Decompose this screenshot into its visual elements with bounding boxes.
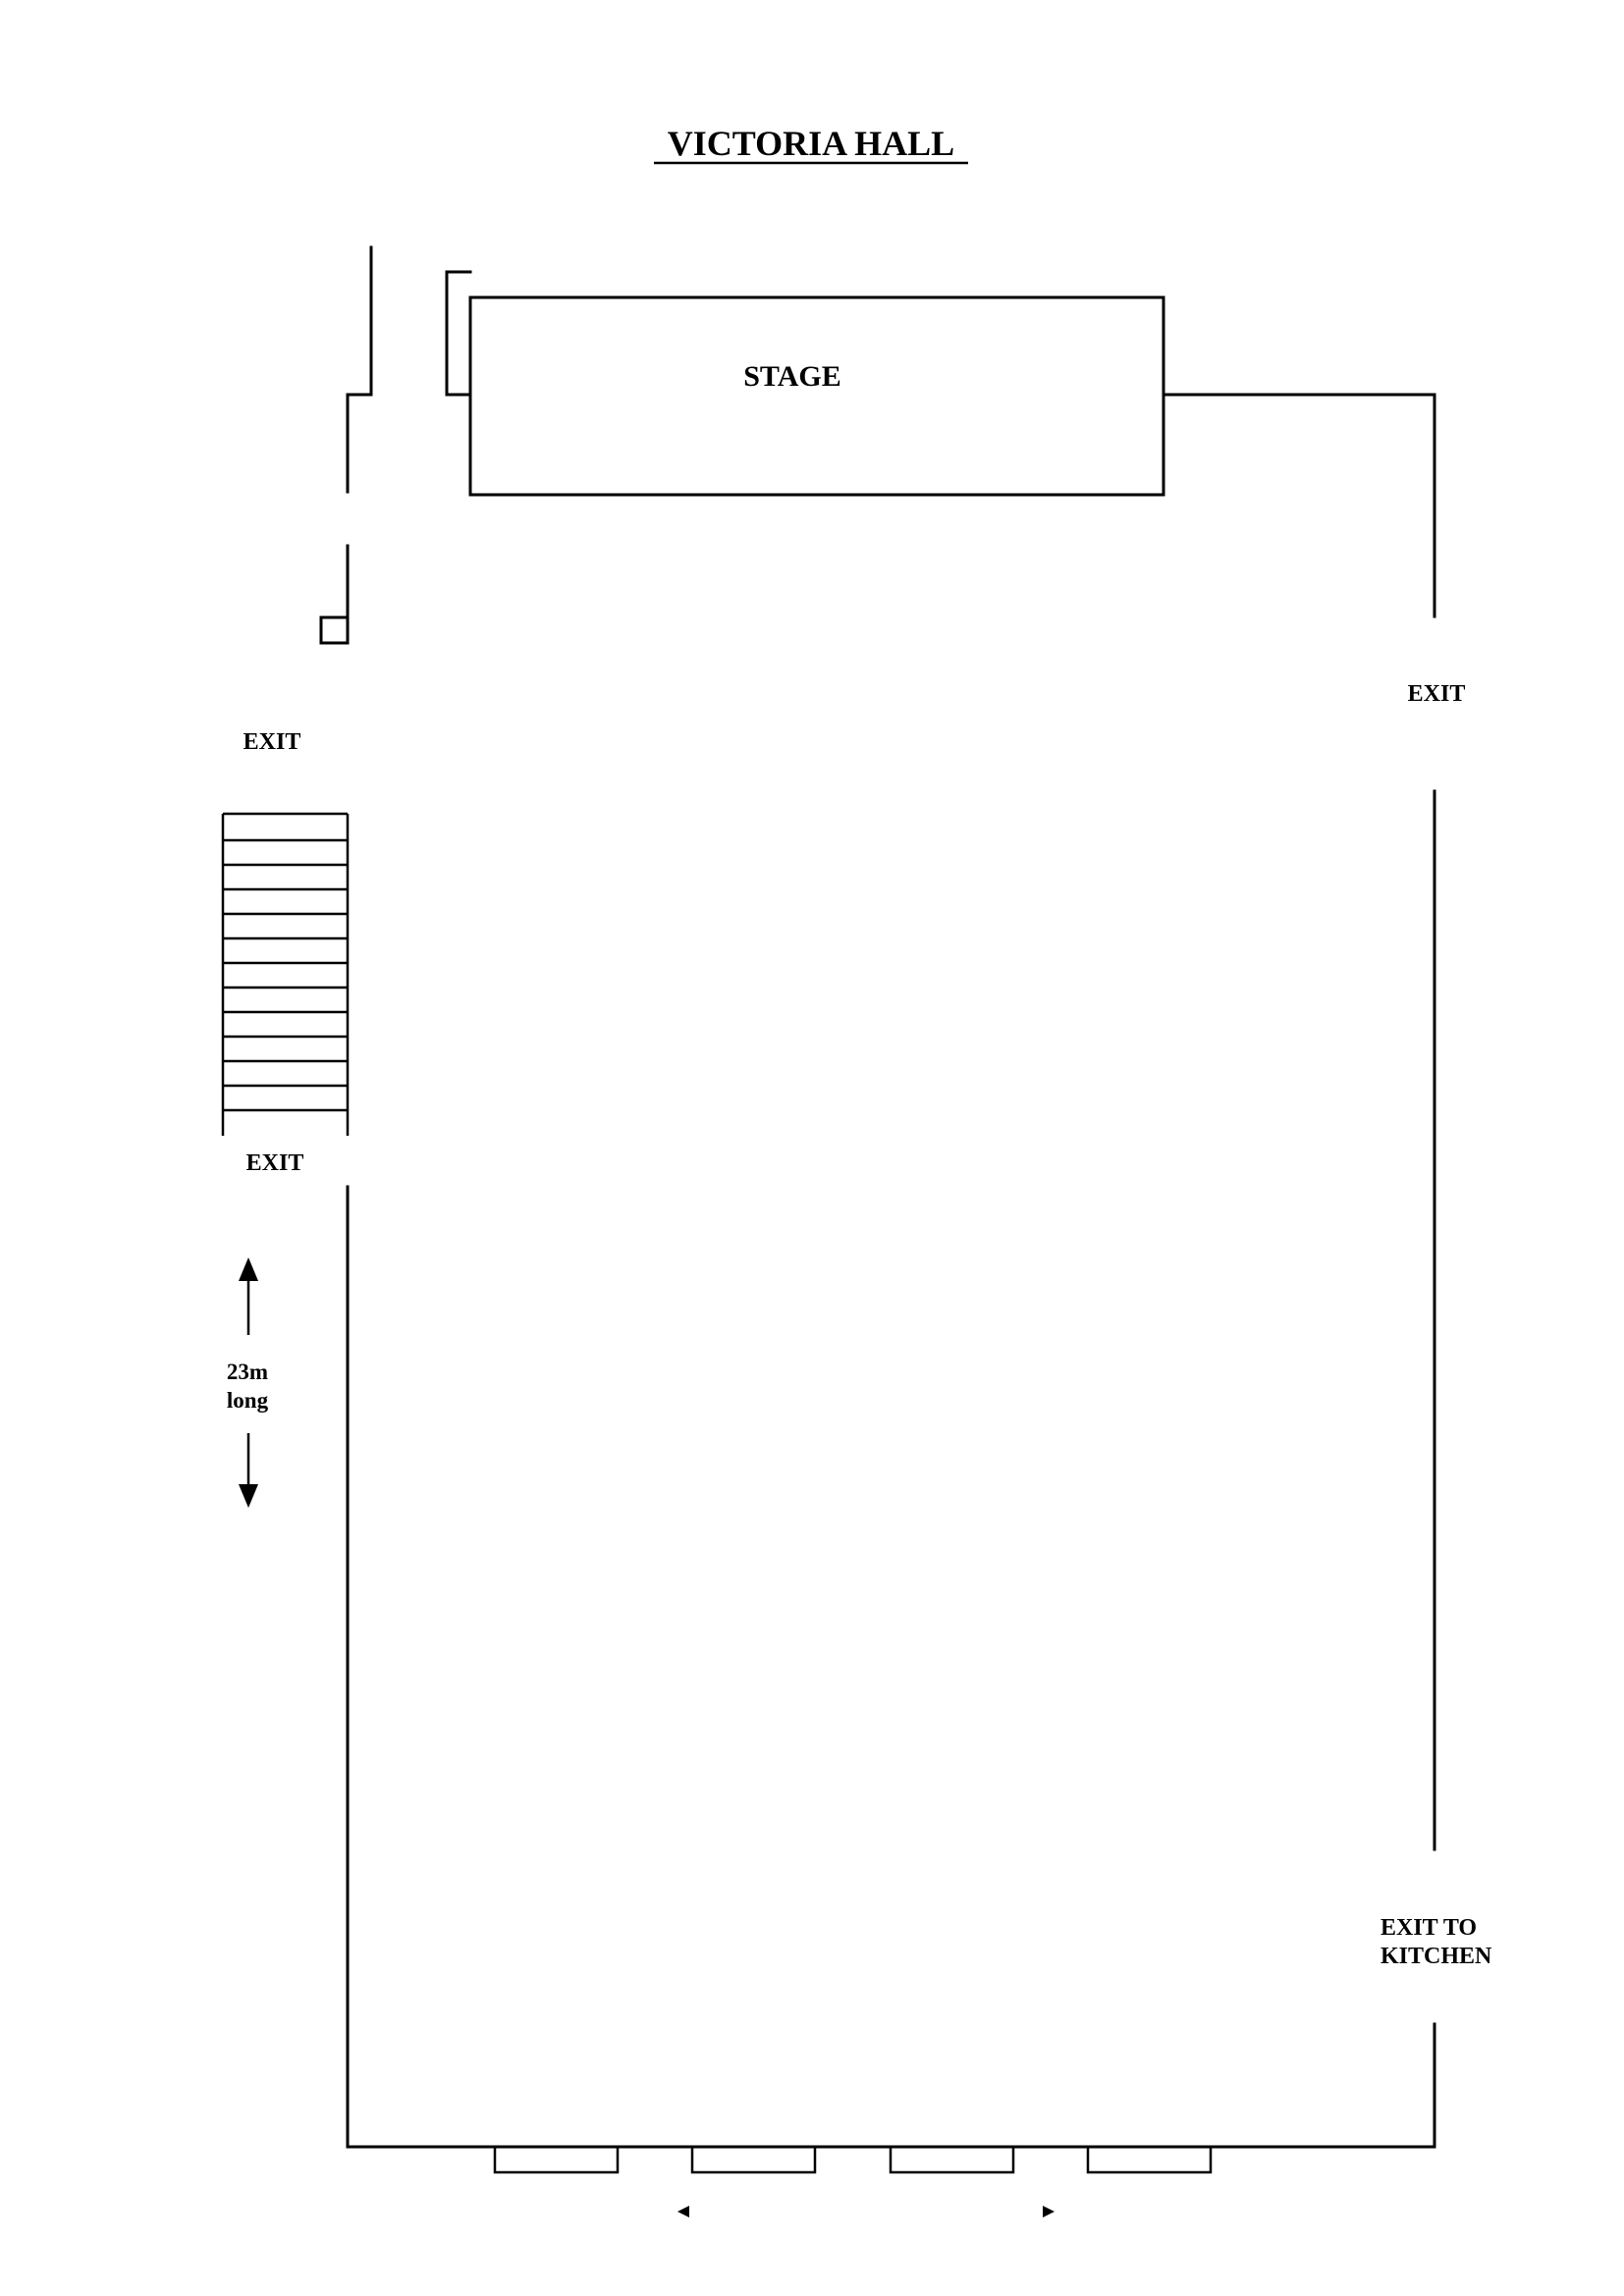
- small-post: [319, 615, 350, 645]
- bottom-arrow-left-icon: [677, 2206, 689, 2217]
- arrow-down-icon: [239, 1484, 258, 1508]
- upper-left-corridor-wall: [346, 245, 373, 494]
- wall-unit-3: [889, 2145, 1015, 2174]
- exit-left-upper-label: EXIT: [244, 729, 301, 755]
- left-wall-lower: [346, 1185, 1436, 2149]
- exit-kitchen-label-line1: EXIT TO: [1380, 1915, 1477, 1941]
- exit-left-lower-label: EXIT: [246, 1150, 304, 1176]
- stage-side-bracket: [445, 270, 472, 397]
- bottom-arrow-right-icon: [1043, 2206, 1055, 2217]
- exit-kitchen-label-line2: KITCHEN: [1380, 1944, 1492, 1969]
- arrow-up-icon: [239, 1257, 258, 1281]
- upper-right-wall: [1162, 393, 1436, 618]
- stage-label: STAGE: [743, 360, 840, 393]
- staircase: [221, 812, 350, 1136]
- dimension-label-unit: long: [227, 1388, 269, 1413]
- page-title: VICTORIA HALL: [668, 124, 954, 163]
- wall-unit-2: [690, 2145, 817, 2174]
- dimension-arrows: [239, 1257, 258, 1508]
- wall-unit-1: [493, 2145, 620, 2174]
- stage-box: [468, 295, 1165, 497]
- wall-unit-4: [1086, 2145, 1213, 2174]
- exit-right-upper-label: EXIT: [1408, 681, 1466, 707]
- dimension-label-value: 23m: [227, 1360, 268, 1384]
